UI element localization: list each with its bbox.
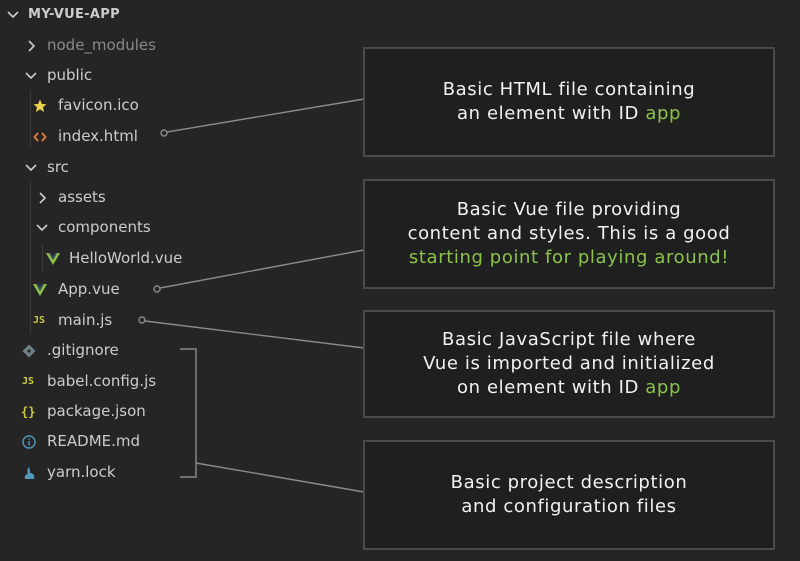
tree-item-favicon[interactable]: favicon.ico: [0, 93, 330, 119]
callout-text: Basic JavaScript file where: [442, 329, 696, 350]
tree-item-readme[interactable]: README.md: [0, 429, 330, 455]
chevron-right-icon: [28, 40, 36, 52]
explorer-header[interactable]: MY-VUE-APP: [0, 0, 800, 30]
tree-item-label: README.md: [47, 432, 141, 450]
vue-icon: [33, 284, 47, 296]
tree-item-label: index.html: [58, 127, 138, 145]
tree-item-index-html[interactable]: index.html: [0, 124, 330, 150]
tree-item-src[interactable]: src: [0, 155, 330, 181]
chevron-right-icon: [39, 192, 47, 204]
id-highlight: app: [645, 377, 681, 398]
callout-config: Basic project description and configurat…: [363, 440, 775, 550]
tree-item-label: yarn.lock: [47, 463, 116, 481]
callout-text: Basic project description: [450, 472, 688, 493]
yarn-icon: [24, 467, 35, 479]
indent-guide: [30, 90, 31, 148]
callout-text: Basic HTML file containing: [442, 79, 696, 100]
tree-item-gitignore[interactable]: .gitignore: [0, 338, 330, 364]
tree-item-label: HelloWorld.vue: [69, 249, 183, 267]
tree-item-main-js[interactable]: JS main.js: [0, 308, 330, 334]
tree-item-helloworld-vue[interactable]: HelloWorld.vue: [0, 246, 330, 272]
tree-item-yarn-lock[interactable]: yarn.lock: [0, 460, 330, 486]
star-icon: [33, 99, 47, 112]
callout-text: an element with ID app: [457, 102, 681, 126]
tree-item-public[interactable]: public: [0, 63, 330, 89]
tree-item-label: components: [58, 218, 151, 236]
chevron-down-icon: [36, 224, 48, 232]
callout-html: Basic HTML file containing an element wi…: [363, 47, 775, 157]
tree-item-label: public: [47, 66, 93, 84]
chevron-down-icon: [25, 164, 37, 172]
chevron-down-icon[interactable]: [6, 8, 20, 22]
tree-item-label: main.js: [58, 311, 113, 329]
tree-item-babel-config[interactable]: JS babel.config.js: [0, 369, 330, 395]
tree-item-label: node_modules: [47, 36, 156, 54]
js-icon: JS: [22, 376, 35, 387]
callout-highlight: starting point for playing around!: [408, 247, 730, 268]
chevron-down-icon: [25, 72, 37, 80]
vue-icon: [46, 253, 60, 265]
callout-text: Vue is imported and initialized: [423, 353, 715, 374]
js-icon: JS: [33, 315, 46, 326]
callout-text: and configuration files: [461, 496, 677, 517]
tree-item-label: .gitignore: [47, 341, 119, 359]
tree-item-node-modules[interactable]: node_modules: [0, 33, 330, 59]
tree-item-label: package.json: [47, 402, 146, 420]
callout-text-part: on element with ID: [457, 377, 646, 398]
tree-item-components[interactable]: components: [0, 215, 330, 241]
git-icon: [22, 344, 36, 358]
tree-item-label: babel.config.js: [47, 372, 157, 390]
callout-text-part: an element with ID: [457, 103, 646, 124]
html-icon: [33, 132, 47, 142]
indent-guide: [42, 244, 43, 272]
json-icon: {}: [21, 405, 36, 419]
tree-item-label: src: [47, 158, 69, 176]
id-highlight: app: [645, 103, 681, 124]
callout-text: on element with ID app: [457, 376, 681, 400]
tree-item-package-json[interactable]: {} package.json: [0, 399, 330, 425]
tree-item-assets[interactable]: assets: [0, 185, 330, 211]
project-root-label: MY-VUE-APP: [28, 7, 120, 22]
callout-text: Basic Vue file providing: [456, 199, 682, 220]
info-icon: [22, 435, 36, 449]
callout-text: content and styles. This is a good: [407, 223, 731, 244]
callout-vue: Basic Vue file providing content and sty…: [363, 179, 775, 289]
tree-item-label: assets: [58, 188, 106, 206]
tree-item-label: favicon.ico: [58, 96, 139, 114]
callout-js: Basic JavaScript file where Vue is impor…: [363, 310, 775, 418]
tree-item-label: App.vue: [58, 280, 120, 298]
tree-item-app-vue[interactable]: App.vue: [0, 277, 330, 303]
indent-guide: [30, 182, 31, 334]
